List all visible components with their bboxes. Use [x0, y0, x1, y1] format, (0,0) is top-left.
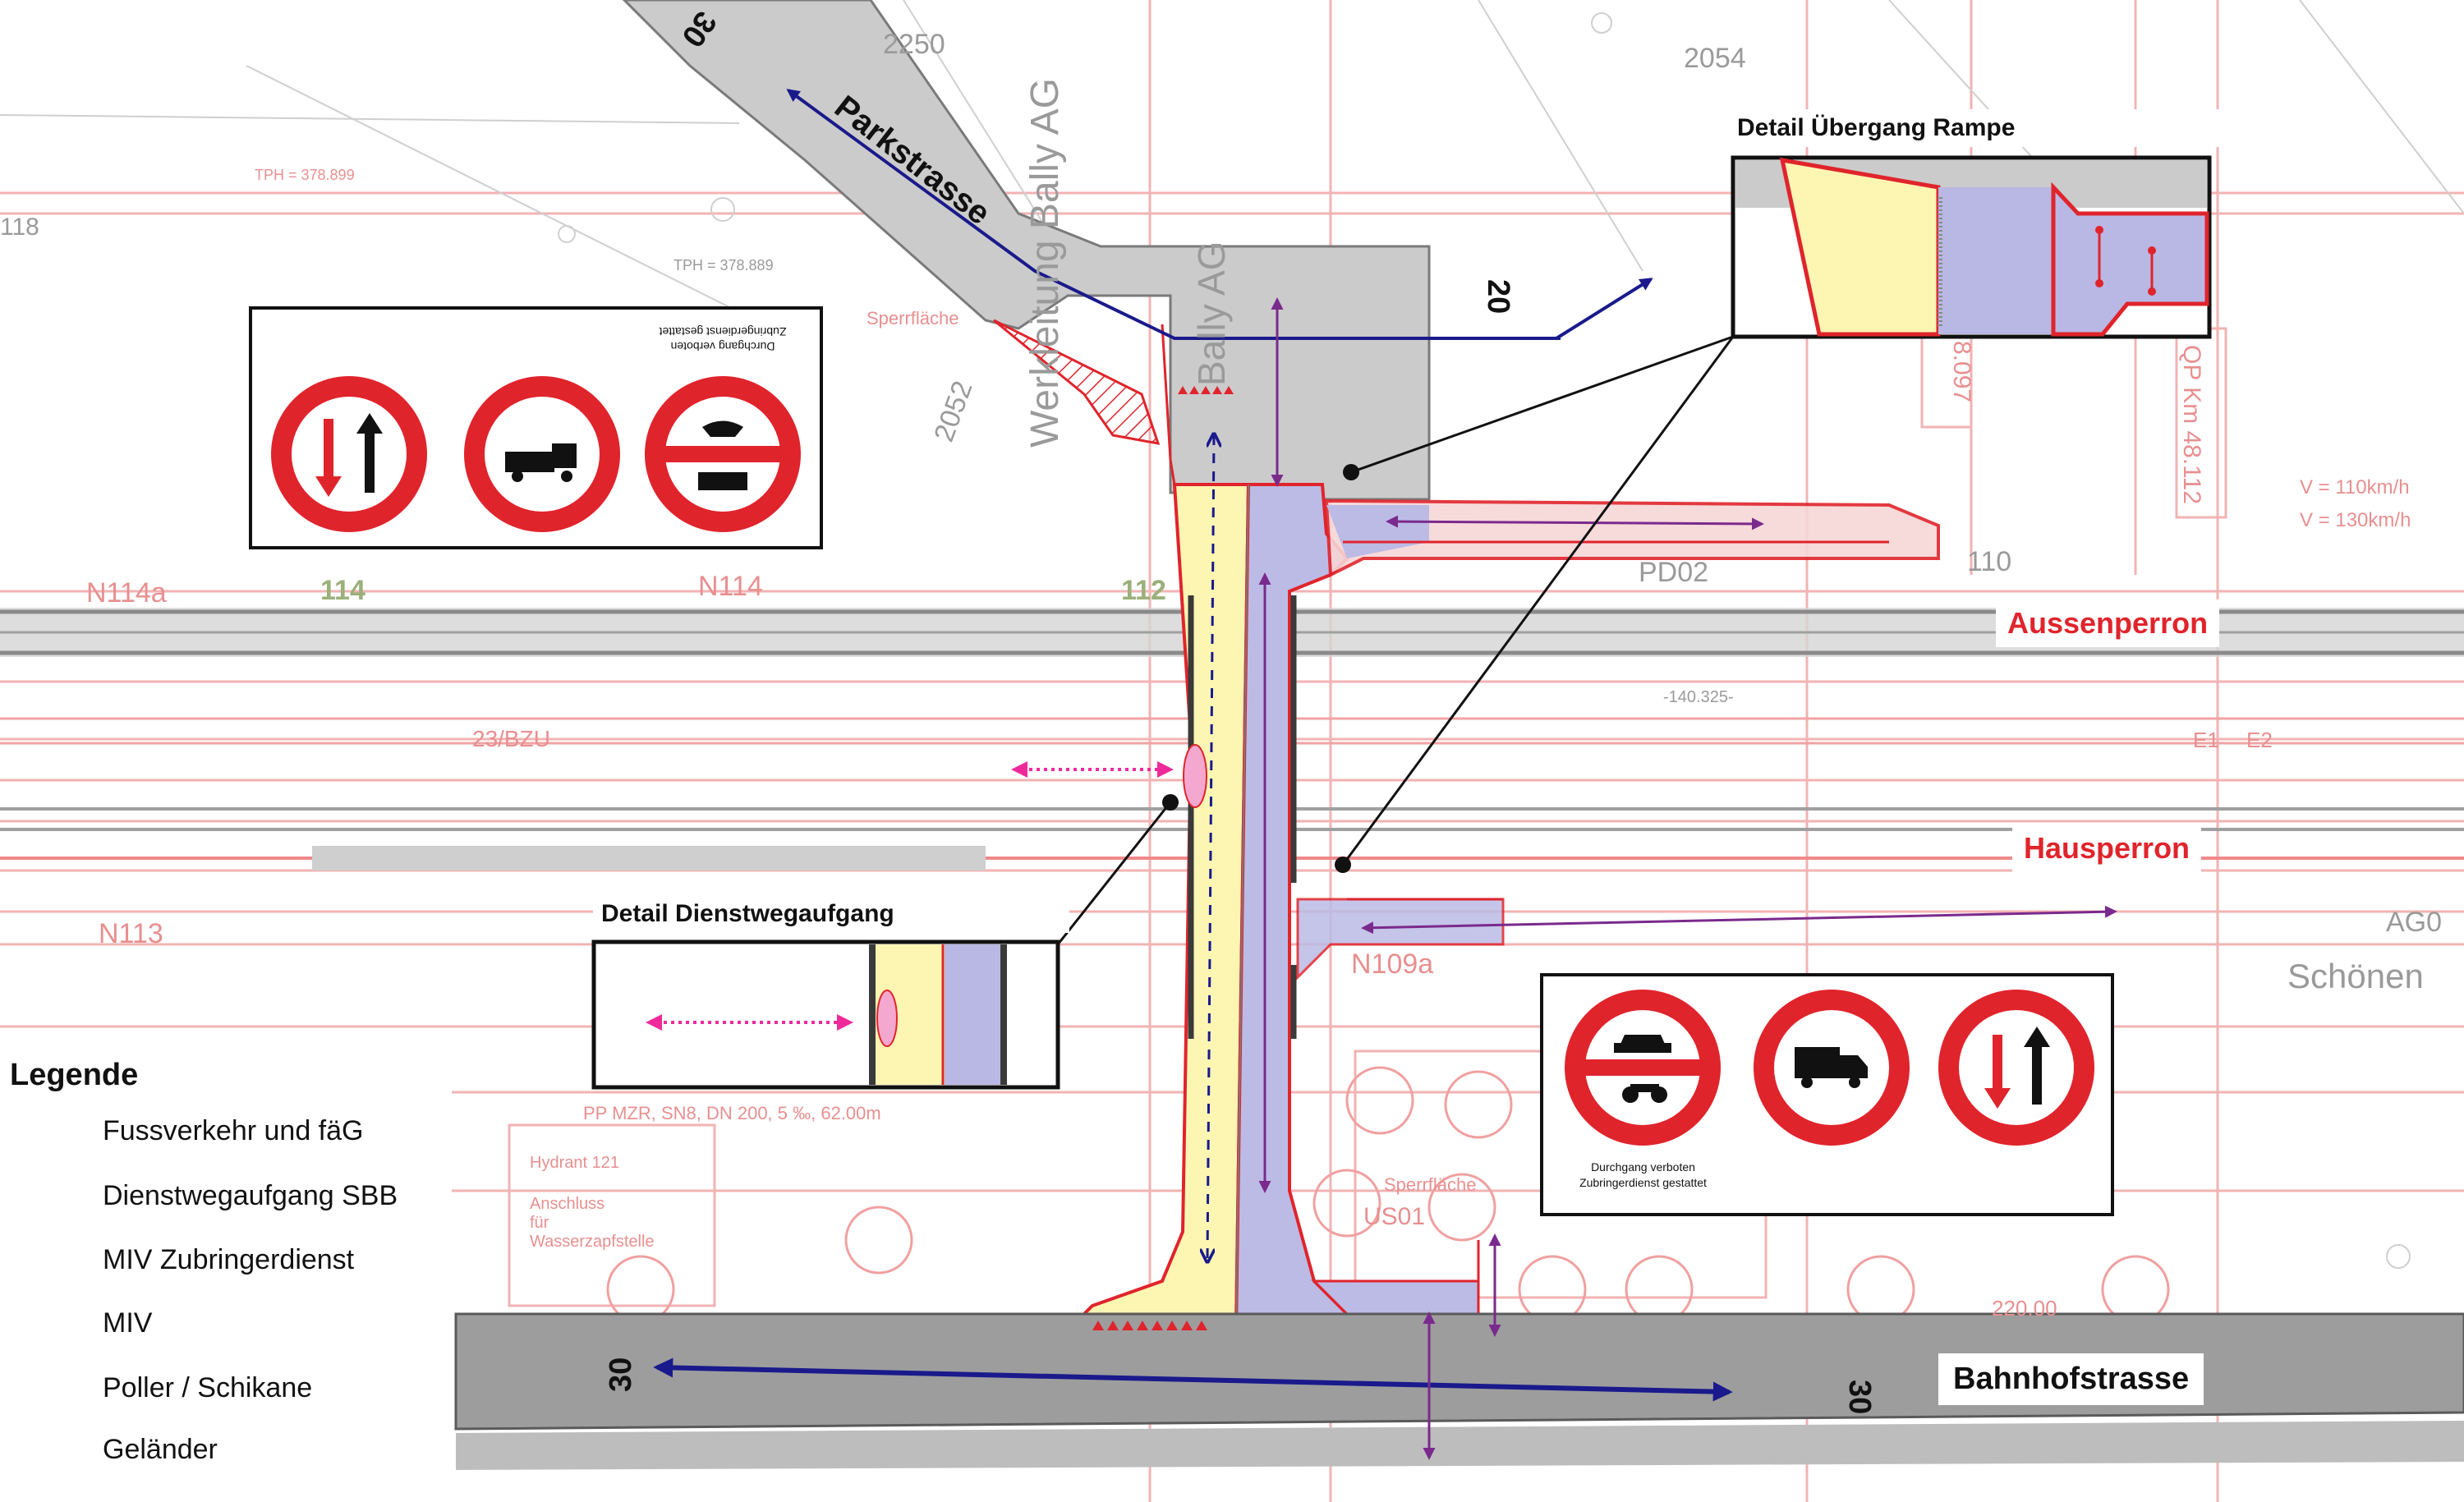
callout-dots	[1162, 464, 1359, 873]
hausperron-label: Hausperron	[2012, 824, 2202, 872]
miv-zubringer-arrow	[1207, 435, 1214, 1261]
bg-label-bally-ag: Bally AG	[1190, 241, 1233, 386]
speed-marking-bahnhof-left: 30	[604, 1357, 638, 1392]
bg-label-pp-mzr: PP MZR, SN8, DN 200, 5 ‰, 62.00m	[583, 1103, 881, 1123]
legend-title: Legende	[10, 1058, 139, 1092]
red-railings	[1161, 324, 1889, 1326]
bg-label-hydrant: Hydrant 121	[530, 1154, 619, 1172]
bg-label-n114: N114	[698, 571, 763, 602]
bg-label-tph-2: TPH = 378.889	[673, 257, 774, 273]
sign-no-trucks-bottom-icon	[1754, 990, 1910, 1146]
sign-no-vehicles-icon	[645, 376, 801, 532]
sign-no-trucks-icon	[464, 376, 620, 532]
bg-label-tph-1: TPH = 378.899	[255, 167, 355, 183]
bahnhofstrasse-edge	[456, 1421, 2464, 1470]
bollards-top	[1178, 386, 1234, 394]
speed-marking-bahnhof-right: 30	[1842, 1380, 1877, 1415]
bg-label-ag0: AG0	[2386, 907, 2443, 938]
hatched-island	[993, 319, 1161, 445]
service-stair-niche	[1183, 744, 1207, 808]
bg-label-sperrflaeche-bottom: Sperrfläche	[1384, 1174, 1477, 1195]
bg-label-qp-km: QP Km 48.112	[2178, 345, 2205, 505]
bg-label-werkleitung: Werkleitung Bally AG	[1023, 78, 1067, 448]
ramp-centerline	[1235, 484, 1249, 1331]
legend-item-service: Dienstwegaufgang SBB	[103, 1180, 398, 1211]
legend-panel: Legende Fussverkehr und fäG Dienstwegauf…	[0, 1043, 452, 1502]
legend-item-miv-zubringer: MIV Zubringerdienst	[103, 1244, 355, 1275]
sign-priority-oncoming-icon	[271, 376, 427, 532]
detail-uebergang-rampe-label: Detail Übergang Rampe	[1729, 109, 2271, 147]
sign-caption-bottom-line1: Durchgang verboten	[1591, 1160, 1695, 1174]
legend-item-bollards: Poller / Schikane	[103, 1372, 313, 1403]
bg-label-e1: E1	[2193, 728, 2219, 752]
bg-label-speed-130: V = 130km/h	[2300, 509, 2411, 531]
bg-label-n113: N113	[99, 918, 163, 949]
pedestrian-arrows	[1258, 297, 2117, 1460]
bg-number-2054: 2054	[1684, 43, 1746, 74]
aussenperron-label: Aussenperron	[1996, 599, 2220, 647]
miv-arrow-side	[1555, 278, 1653, 340]
bg-number-114: 114	[320, 575, 365, 606]
ramp-railings	[1188, 595, 1297, 1039]
sign-no-vehicles-bottom-icon	[1565, 990, 1721, 1146]
miv-arrow-parkstrasse	[786, 89, 1561, 340]
sign-priority-oncoming-bottom-icon	[1938, 990, 2094, 1146]
bg-number-110: 110	[1967, 546, 2012, 577]
bg-number-112: 112	[1121, 575, 1166, 606]
bg-label-sperrflaeche-top: Sperrfläche	[867, 308, 959, 328]
detail-uebergang-rampe-inset	[1731, 155, 2212, 339]
bg-label-e2: E2	[2246, 728, 2273, 752]
detail-dienstwegaufgang-inset	[591, 939, 1060, 1090]
miv-arrow-bahnhofstrasse	[653, 1357, 1733, 1402]
bg-label-23-bzu: 23/BZU	[472, 726, 550, 751]
bg-label-140325: -140.325-	[1663, 688, 1734, 706]
bg-number-2250: 2250	[883, 29, 945, 60]
bg-label-n109a: N109a	[1351, 949, 1434, 980]
sign-caption-top: Durchgang verboten Zubringerdienst gesta…	[659, 325, 787, 353]
bahnhofstrasse-label: Bahnhofstrasse	[1938, 1353, 2204, 1405]
bg-label-schoenen: Schönen	[2287, 957, 2424, 995]
bg-label-8097: 8.097	[1948, 341, 1975, 403]
legend-item-railing: Geländer	[103, 1434, 218, 1465]
bg-label-pd02: PD02	[1639, 557, 1709, 588]
bg-number-118: 118	[0, 214, 39, 241]
legend-item-miv: MIV	[103, 1307, 153, 1339]
bg-label-n114a: N114a	[86, 577, 167, 609]
bg-label-anschluss: Anschluss für Wasserzapfstelle	[530, 1195, 655, 1251]
sign-caption-bottom-line2: Zubringerdienst gestattet	[1579, 1176, 1707, 1189]
bg-label-speed-110: V = 110km/h	[2300, 476, 2410, 498]
bg-label-us01: US01	[1363, 1203, 1426, 1230]
legend-item-pedestrian: Fussverkehr und fäG	[103, 1115, 364, 1146]
speed-marking-side: 20	[1481, 279, 1515, 315]
bg-label-220: 220.00	[1992, 1296, 2057, 1321]
detail-dienstwegaufgang-label: Detail Dienstwegaufgang	[593, 895, 1069, 933]
bollards-bottom	[1092, 1321, 1207, 1330]
callout-lines	[1056, 335, 1735, 945]
